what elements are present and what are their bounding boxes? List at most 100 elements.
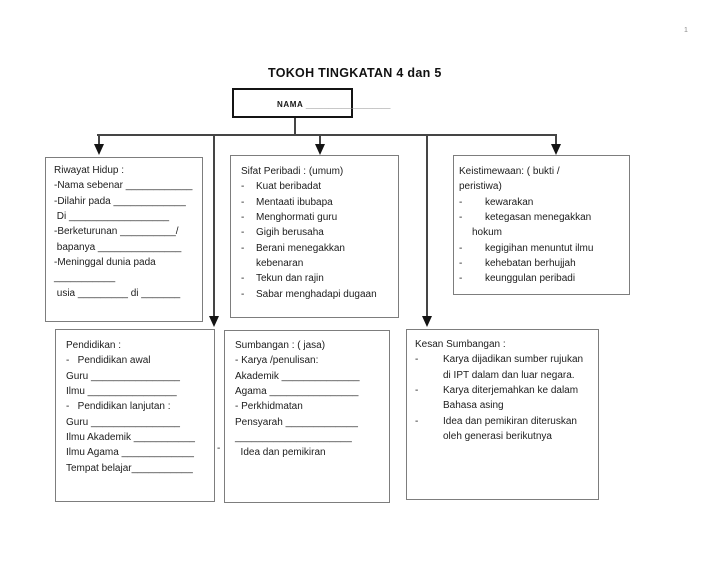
connector-horizontal-bar [97, 134, 557, 136]
list-item-text: Karya diterjemahkan ke dalam [443, 385, 579, 397]
list-item: - Idea dan pemikiran diteruskan [415, 414, 596, 429]
box-title: Sifat Peribadi : (umum) [241, 166, 344, 177]
bullet-dash [459, 225, 472, 240]
list-item-text: Berani menegakkan [256, 242, 345, 254]
list-item: -Mentaati ibubapa [241, 195, 396, 210]
arrow-down-sifat-icon [315, 144, 325, 155]
bullet-dash [415, 429, 443, 444]
text-line: -Meninggal dunia pada [54, 257, 156, 269]
box-title: Kesan Sumbangan : [415, 339, 506, 350]
list-item-text: di IPT dalam dan luar negara. [443, 369, 575, 381]
sumbangan-box: Sumbangan : ( jasa) - Karya /penulisan: … [224, 330, 390, 503]
list-item-text: kegigihan menuntut ilmu [485, 242, 594, 254]
text-line: Ilmu ________________ [66, 386, 177, 398]
connector-to-riwayat [98, 134, 100, 146]
bullet-dash [415, 398, 443, 413]
connector-to-kesan [426, 134, 428, 318]
sifat-peribadi-box: Sifat Peribadi : (umum) -Kuat beribadat … [230, 155, 399, 318]
text-line: Guru ________________ [66, 370, 180, 382]
bullet-dash: - [459, 258, 463, 270]
bullet-dash [415, 368, 443, 383]
list-item: -Sabar menghadapi dugaan [241, 287, 396, 302]
bullet-dash [241, 256, 256, 271]
bullet-dash: - [241, 196, 245, 208]
list-item: - Karya diterjemahkan ke dalam [415, 383, 596, 398]
list-item-continuation: hokum [459, 225, 627, 240]
list-item: -Tekun dan rajin [241, 271, 396, 286]
keistimewaan-box: Keistimewaan: ( bukti / peristiwa) -kewa… [453, 155, 630, 295]
text-line: bapanya _______________ [54, 241, 182, 253]
bullet-dash: - [241, 242, 245, 254]
bullet-dash: - [241, 273, 245, 285]
text-line: - Pendidikan awal [66, 355, 151, 367]
list-item-text: Idea dan pemikiran diteruskan [443, 415, 577, 427]
box-title: Pendidikan : [66, 340, 122, 351]
page-number: 1 [684, 27, 688, 34]
list-item-text: Menghormati guru [256, 212, 338, 224]
riwayat-hidup-box: Riwayat Hidup : -Nama sebenar __________… [45, 157, 203, 322]
list-item-text: kebenaran [256, 258, 304, 270]
list-item: -Kuat beribadat [241, 179, 396, 194]
pendidikan-box: Pendidikan : - Pendidikan awal Guru ____… [55, 329, 215, 502]
box-title: Riwayat Hidup : [54, 165, 125, 176]
box-title-line2: peristiwa) [459, 181, 502, 193]
connector-to-keistimewaan [555, 134, 557, 146]
sumbangan-outside-dash: - [217, 443, 221, 454]
text-line: Tempat belajar___________ [66, 462, 193, 474]
bullet-dash: - [241, 181, 245, 193]
list-item: -Gigih berusaha [241, 225, 396, 240]
bullet-dash: - [459, 212, 463, 224]
bullet-dash: - [459, 196, 463, 208]
bullet-dash: - [415, 385, 419, 397]
page-title: TOKOH TINGKATAN 4 dan 5 [268, 66, 442, 80]
list-item-text: Sabar menghadapi dugaan [256, 288, 377, 300]
list-item: - keunggulan peribadi [459, 271, 627, 286]
text-line: -Nama sebenar ____________ [54, 180, 193, 192]
text-line: - Karya /penulisan: [235, 355, 319, 367]
list-item-continuation: Bahasa asing [415, 398, 596, 413]
bullet-dash: - [241, 227, 245, 239]
text-line: -Berketurunan __________/ [54, 226, 179, 238]
list-item-text: ketegasan menegakkan [485, 212, 592, 224]
bullet-dash: - [415, 354, 419, 366]
list-item-text: Tekun dan rajin [256, 273, 324, 285]
list-item-continuation: oleh generasi berikutnya [415, 429, 596, 444]
list-item: -Karya dijadikan sumber rujukan [415, 352, 596, 367]
list-item-text: kehebatan berhujjah [485, 258, 576, 270]
list-item: - ketegasan menegakkan [459, 210, 627, 225]
connector-to-sifat [319, 134, 321, 146]
list-item-text: Gigih berusaha [256, 227, 324, 239]
text-line: - Pendidikan lanjutan : [66, 401, 171, 413]
list-item: - kehebatan berhujjah [459, 256, 627, 271]
list-item-text: hokum [472, 227, 503, 239]
bullet-dash: - [415, 415, 419, 427]
arrow-down-bottom-left-icon [209, 316, 219, 327]
list-item-text: Mentaati ibubapa [256, 196, 333, 208]
text-line: Di __________________ [54, 211, 170, 223]
list-item-text: keunggulan peribadi [485, 273, 576, 285]
arrow-down-keistimewaan-icon [551, 144, 561, 155]
arrow-down-kesan-icon [422, 316, 432, 327]
text-line: Ilmu Agama _____________ [66, 447, 194, 459]
bullet-dash: - [241, 288, 245, 300]
bullet-dash: - [459, 242, 463, 254]
bullet-dash: - [241, 212, 245, 224]
list-item: -Menghormati guru [241, 210, 396, 225]
kesan-sumbangan-box: Kesan Sumbangan : -Karya dijadikan sumbe… [406, 329, 599, 500]
list-item-continuation: kebenaran [241, 256, 396, 271]
text-line: -Dilahir pada _____________ [54, 195, 186, 207]
text-line: usia _________ di _______ [54, 287, 181, 299]
list-item-continuation: di IPT dalam dan luar negara. [415, 368, 596, 383]
connector-nama-stem [294, 118, 296, 135]
list-item: - kegigihan menuntut ilmu [459, 241, 627, 256]
text-line: Agama ________________ [235, 386, 359, 398]
list-item-text: oleh generasi berikutnya [443, 431, 552, 443]
bullet-dash: - [459, 273, 463, 285]
text-line: Guru ________________ [66, 416, 180, 428]
box-title: Keistimewaan: ( bukti / [459, 166, 560, 177]
nama-label: NAMA [277, 100, 306, 109]
list-item-text: Bahasa asing [443, 400, 504, 412]
nama-field: NAMA ___________________ [277, 100, 390, 109]
list-item-text: Kuat beribadat [256, 181, 322, 193]
